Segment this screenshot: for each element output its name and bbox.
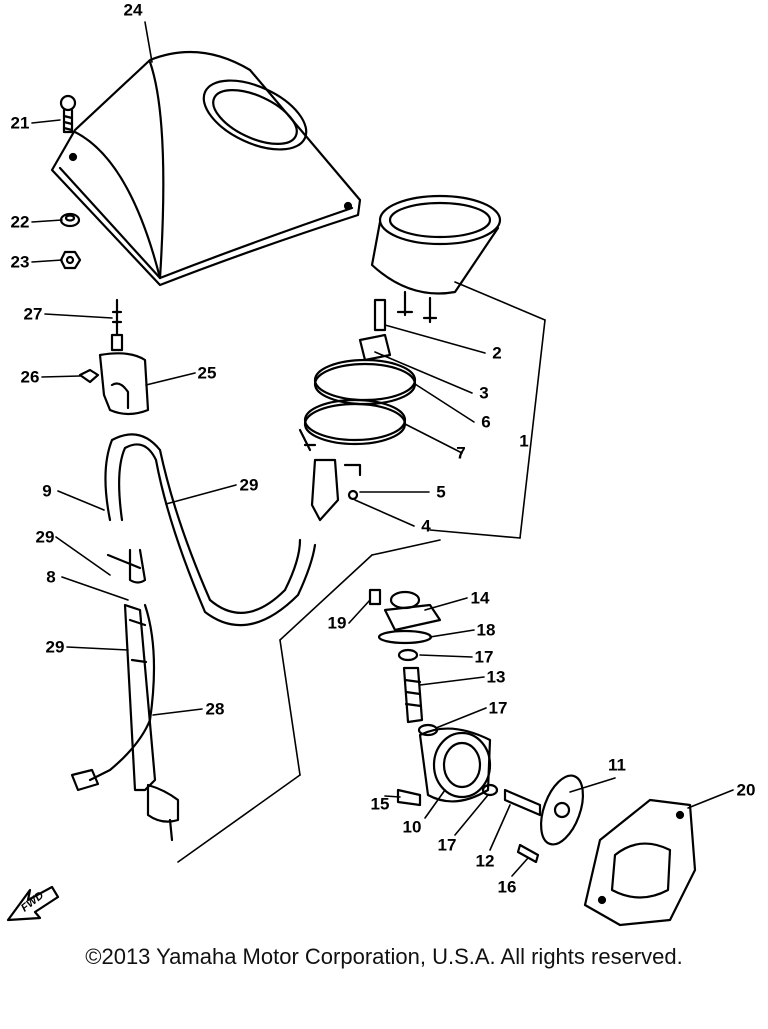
- callout-29-left: 29: [35, 527, 55, 547]
- leader-line: [61, 576, 129, 601]
- leader-line: [687, 789, 734, 809]
- callout-6: 6: [481, 412, 491, 432]
- meter-cover-part: [50, 50, 362, 287]
- callout-25: 25: [197, 363, 217, 383]
- group-bracket-line: [177, 774, 301, 863]
- leader-line: [511, 857, 529, 877]
- callout-17-mid: 17: [488, 698, 508, 718]
- callout-29-top: 29: [239, 475, 259, 495]
- leader-line: [44, 313, 113, 319]
- callout-2: 2: [492, 343, 502, 363]
- callout-3: 3: [479, 383, 489, 403]
- callout-13: 13: [486, 667, 506, 687]
- leader-line: [55, 536, 111, 576]
- callout-12: 12: [475, 851, 495, 871]
- leader-line: [354, 499, 415, 527]
- callout-29-lower: 29: [45, 637, 65, 657]
- leader-line: [31, 119, 61, 124]
- leader-line: [569, 777, 616, 793]
- cables-part: [70, 433, 317, 842]
- leader-lines: [31, 21, 734, 877]
- leader-line: [41, 375, 81, 378]
- leader-line: [414, 383, 475, 423]
- leader-line: [419, 654, 473, 658]
- leader-line: [424, 789, 446, 819]
- callout-23: 23: [10, 252, 30, 272]
- fwd-arrow-icon: [6, 885, 60, 922]
- leader-line: [144, 21, 153, 63]
- callout-1: 1: [519, 431, 529, 451]
- leader-line: [384, 324, 486, 354]
- leader-line: [429, 629, 475, 638]
- callout-22: 22: [10, 212, 30, 232]
- callout-28: 28: [205, 699, 225, 719]
- leader-line: [454, 794, 489, 836]
- callout-11: 11: [608, 755, 626, 775]
- callout-18: 18: [476, 620, 496, 640]
- leader-line: [489, 804, 511, 851]
- callout-14: 14: [470, 588, 490, 608]
- callout-27: 27: [23, 304, 43, 324]
- group-bracket-line: [519, 319, 546, 539]
- callout-16: 16: [497, 877, 517, 897]
- callout-26: 26: [20, 367, 40, 387]
- leader-line: [31, 259, 63, 263]
- callout-8: 8: [46, 567, 56, 587]
- leader-line: [152, 708, 203, 716]
- gear-cover-plate: [583, 798, 697, 927]
- callout-19: 19: [327, 613, 347, 633]
- callout-4: 4: [421, 516, 431, 536]
- leader-line: [66, 646, 129, 651]
- leader-line: [435, 707, 487, 729]
- group-bracket-line: [371, 539, 441, 556]
- callout-15: 15: [370, 794, 390, 814]
- leader-line: [165, 484, 237, 505]
- leader-line: [424, 597, 468, 611]
- callout-24: 24: [123, 0, 143, 20]
- group-bracket-line: [429, 529, 521, 539]
- leader-line: [374, 351, 473, 394]
- leader-line: [348, 599, 371, 624]
- group-bracket-line: [279, 554, 373, 641]
- meter-assembly-part: [298, 194, 502, 522]
- callout-17-bottom: 17: [437, 835, 457, 855]
- callout-7: 7: [456, 443, 466, 463]
- group-bracket-line: [279, 639, 301, 776]
- callout-5: 5: [436, 482, 446, 502]
- group-bracket-line: [454, 281, 546, 321]
- copyright-notice: ©2013 Yamaha Motor Corporation, U.S.A. A…: [85, 944, 683, 969]
- leader-line: [57, 490, 105, 511]
- callout-9: 9: [42, 481, 52, 501]
- callout-21: 21: [10, 113, 30, 133]
- leader-line: [404, 423, 463, 454]
- callout-17-top: 17: [474, 647, 494, 667]
- leader-line: [31, 219, 63, 223]
- leader-line: [419, 676, 485, 686]
- leader-line: [384, 795, 401, 798]
- bracket-part: [78, 298, 150, 416]
- callout-10: 10: [402, 817, 422, 837]
- callout-20: 20: [736, 780, 756, 800]
- leader-line: [145, 372, 196, 386]
